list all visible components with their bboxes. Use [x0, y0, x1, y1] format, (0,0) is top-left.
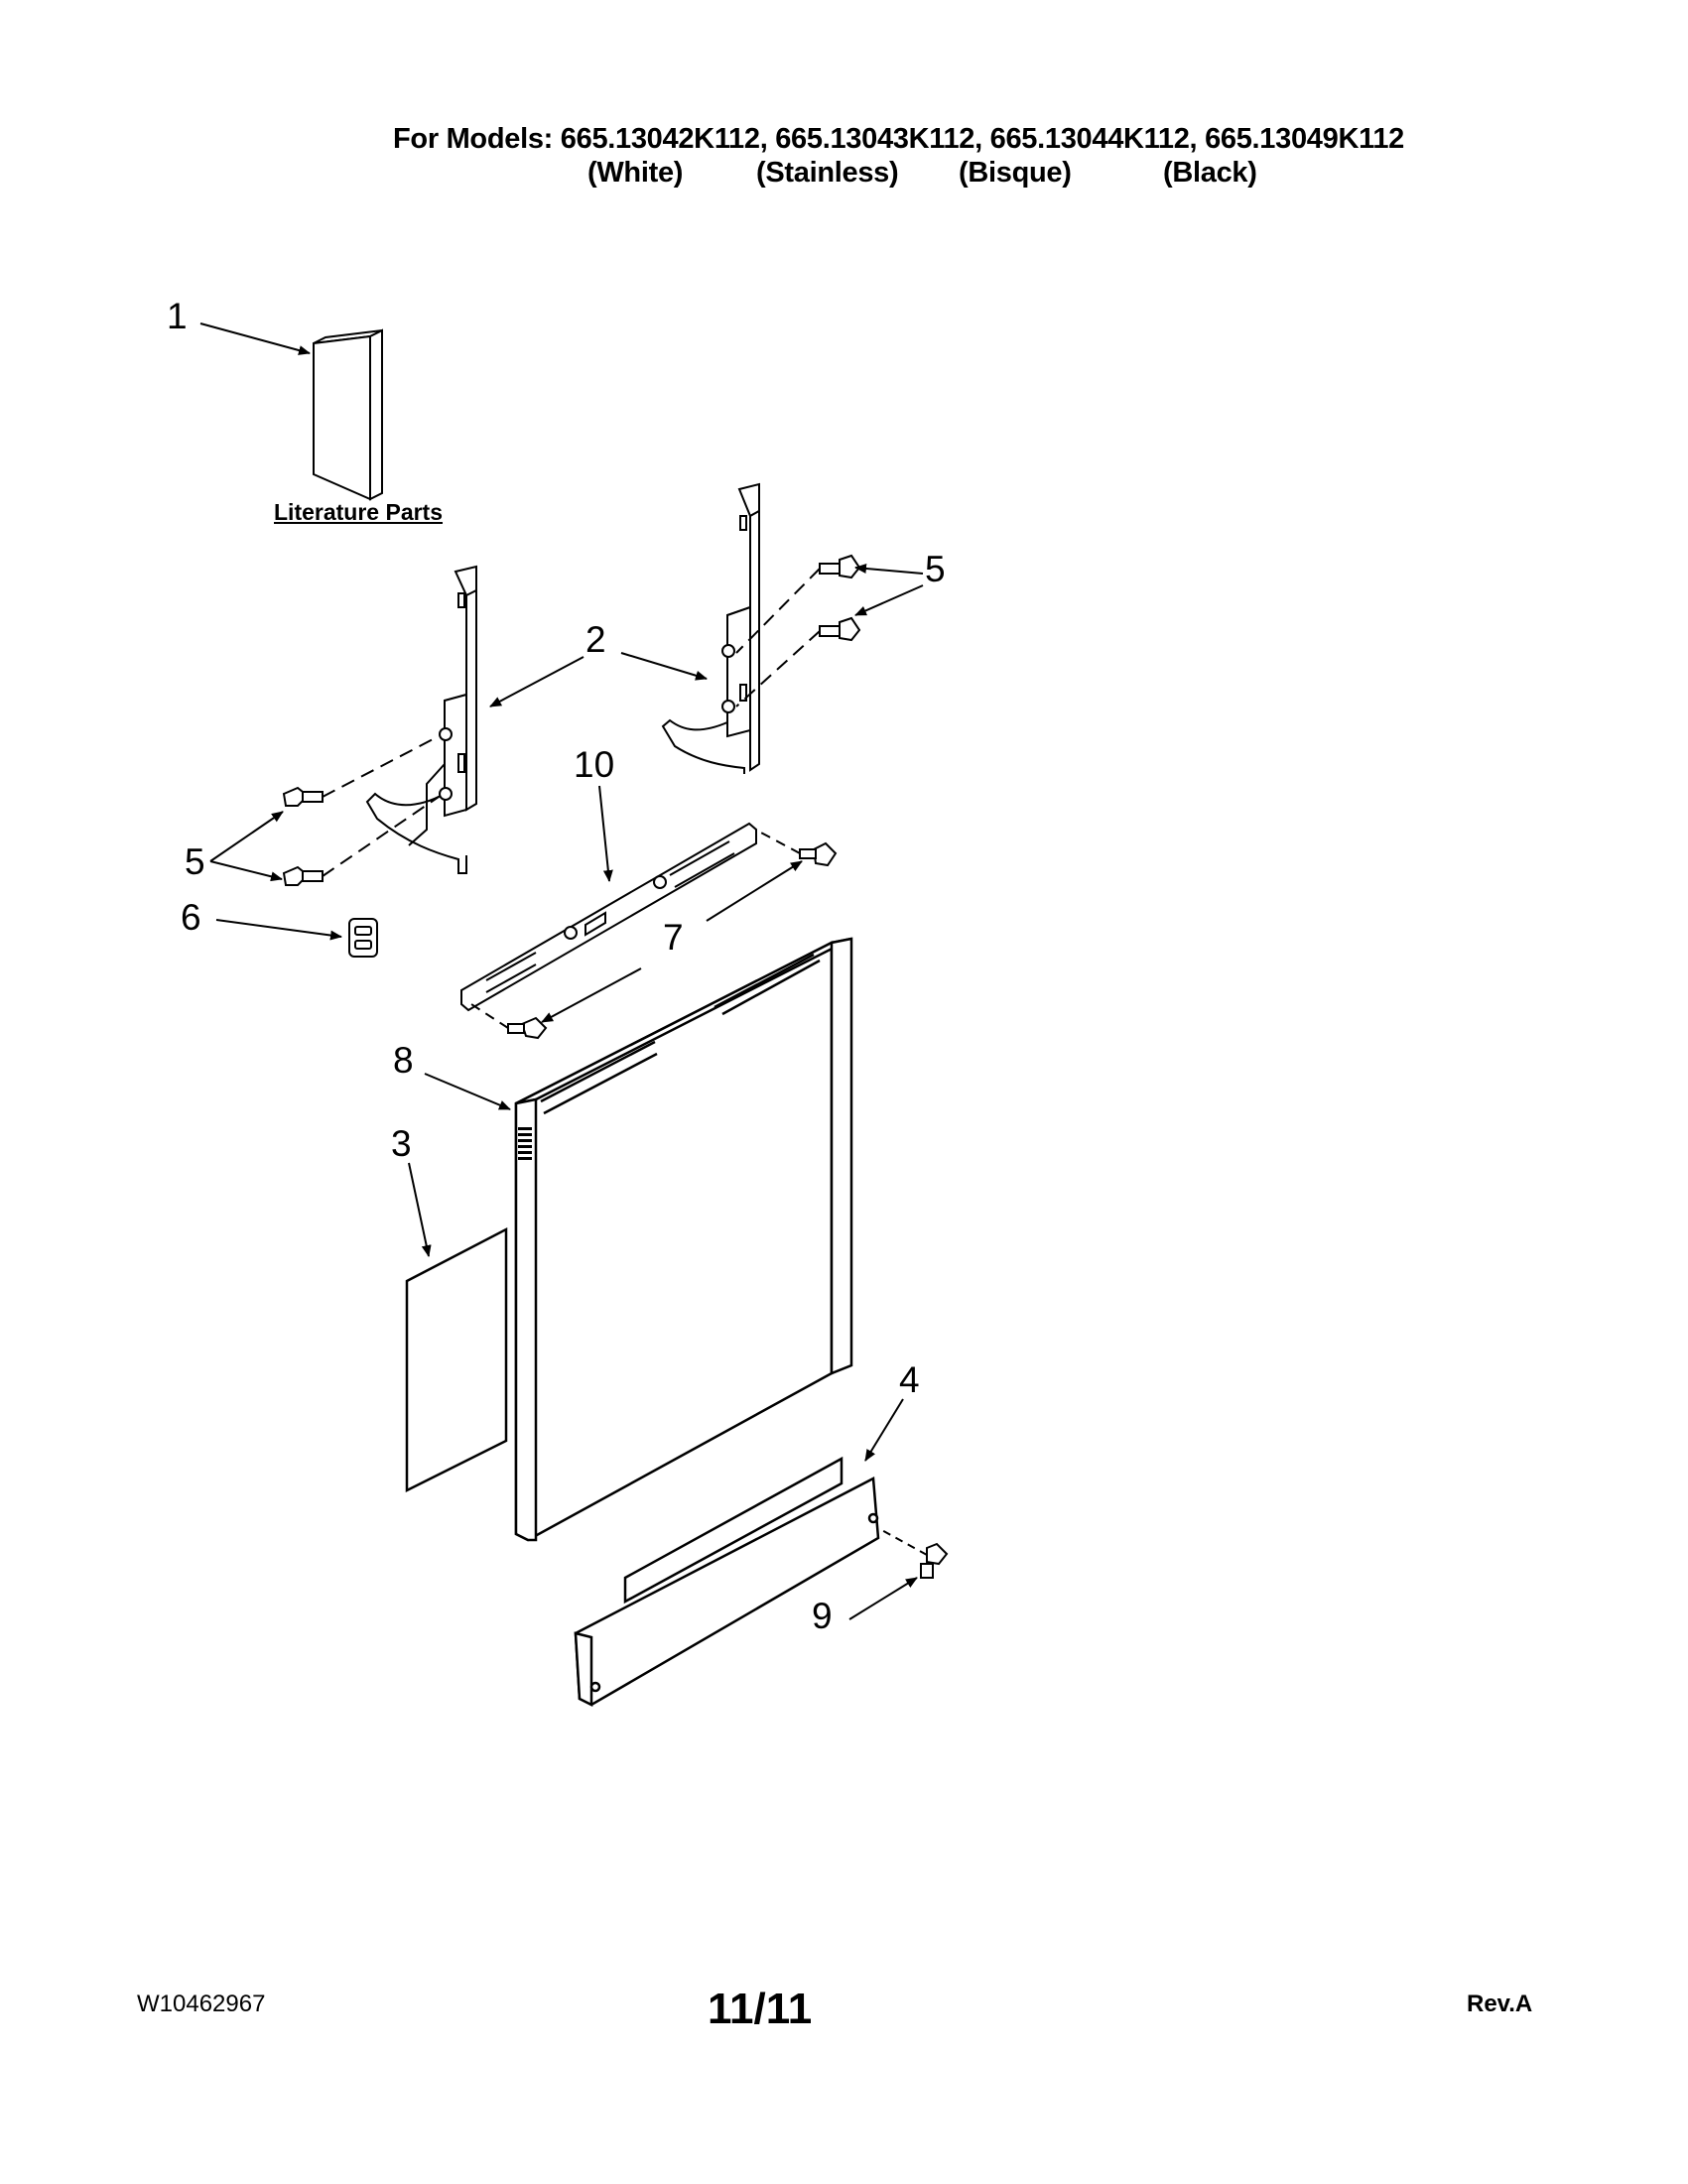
color-label-stainless: (Stainless)	[756, 157, 899, 189]
vent-screws	[507, 841, 838, 1040]
color-label-black: (Black)	[1163, 157, 1257, 189]
callout-10: 10	[574, 744, 615, 785]
toe-kick-screw	[920, 1542, 949, 1579]
document-number: W10462967	[137, 1991, 266, 2017]
hinge-screws-right	[819, 554, 861, 642]
door-vent-bar	[460, 822, 757, 1012]
callout-1: 1	[167, 296, 188, 336]
toe-kick-panel-part	[574, 1456, 880, 1708]
models-heading: For Models: 665.13042K112, 665.13043K112…	[393, 123, 1404, 155]
hinge-screws-left	[282, 786, 324, 886]
callout-8: 8	[393, 1040, 414, 1081]
leader-lines	[199, 322, 924, 1620]
callout-7: 7	[663, 917, 684, 958]
literature-booklet-part	[313, 328, 383, 501]
callout-3: 3	[391, 1123, 412, 1164]
revision-label: Rev.A	[1467, 1991, 1533, 2017]
door-panel-part	[514, 937, 853, 1542]
color-label-white: (White)	[587, 157, 684, 189]
callout-6: 6	[181, 897, 201, 938]
callout-2: 2	[585, 619, 606, 660]
hinge-bracket-left	[365, 565, 477, 874]
hinge-bracket-right	[661, 482, 760, 774]
callout-9: 9	[812, 1596, 833, 1636]
insulation-panel-part	[405, 1226, 508, 1493]
color-label-bisque: (Bisque)	[959, 157, 1072, 189]
page-number: 11/11	[708, 1985, 813, 2033]
callout-5-right: 5	[925, 549, 946, 589]
literature-parts-label: Literature Parts	[274, 499, 444, 525]
callout-4: 4	[899, 1359, 920, 1400]
callout-5-left: 5	[185, 841, 205, 882]
door-clip-part	[348, 918, 378, 958]
